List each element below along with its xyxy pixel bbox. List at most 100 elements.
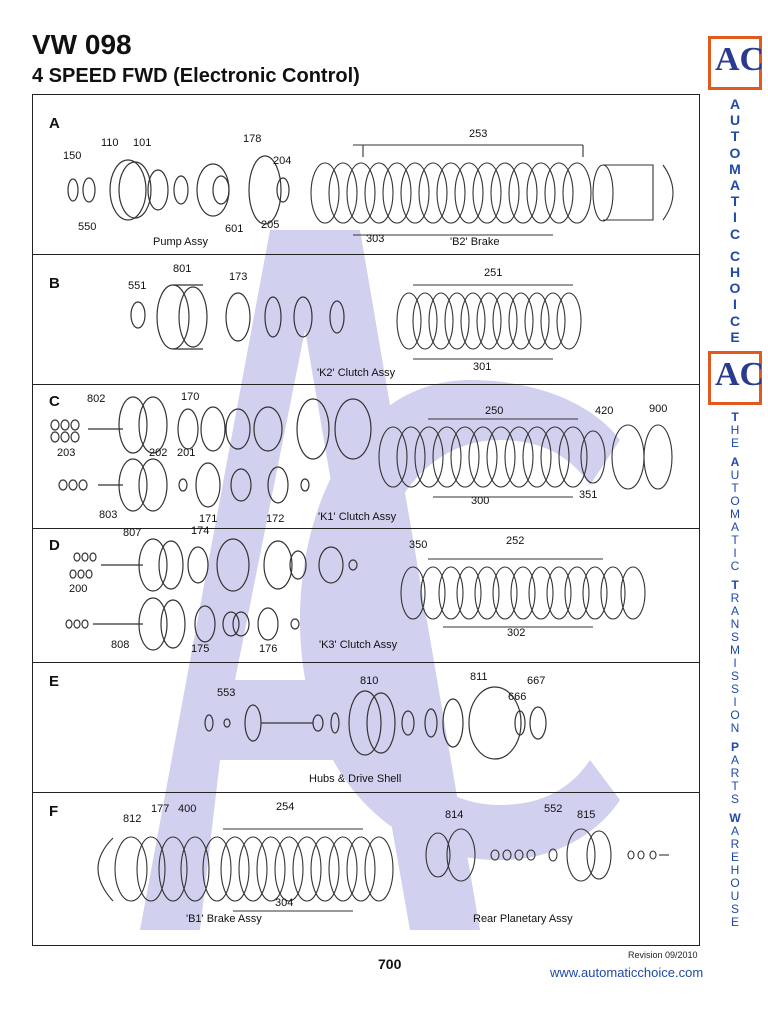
ac-logo-text: AC: [715, 41, 765, 78]
part-number: 803: [99, 509, 118, 521]
part-number: 807: [123, 527, 142, 539]
b1-brake-planetary-drawing: [97, 828, 669, 912]
sidebar-letter: C: [729, 225, 741, 242]
sidebar-letter: S: [730, 669, 739, 684]
part-number: 400: [178, 803, 197, 815]
part-number: 202: [149, 447, 168, 459]
assembly-caption: 'K1' Clutch Assy: [318, 511, 397, 523]
assembly-caption: Hubs & Drive Shell: [309, 773, 402, 785]
part-number: 551: [128, 280, 147, 292]
ac-logo-secondary: AC: [708, 351, 765, 406]
part-number: 900: [649, 403, 668, 415]
part-number: 176: [259, 643, 278, 655]
k2-clutch-drawing: [130, 284, 582, 360]
part-number: 203: [57, 447, 76, 459]
sidebar-letter: N: [730, 617, 740, 632]
panel-label: D: [49, 537, 60, 554]
sidebar-letter: I: [733, 546, 737, 561]
panel-label: B: [49, 275, 60, 292]
sidebar-letter: H: [729, 264, 741, 281]
sidebar-letter: T: [730, 193, 740, 210]
sidebar-letter: H: [730, 423, 740, 438]
sidebar-letter: R: [730, 837, 740, 852]
part-number: 350: [409, 539, 428, 551]
panel-a: A 150: [33, 95, 699, 255]
sidebar-letter: I: [733, 695, 737, 710]
document-title: VW 098: [32, 29, 132, 60]
part-number: 304: [275, 897, 294, 909]
pump-assy-drawing: [67, 144, 674, 236]
sidebar-letter: C: [730, 559, 740, 574]
sidebar-letter: I: [733, 656, 737, 671]
sidebar-letter: M: [730, 643, 740, 658]
part-number: 814: [445, 809, 464, 821]
part-number: 174: [191, 525, 210, 537]
panel-label: E: [49, 673, 60, 690]
part-number: 550: [78, 221, 97, 233]
k1-clutch-drawing: [50, 396, 673, 512]
sidebar-letter: O: [730, 708, 740, 723]
panel-e: E 553 810 811 666 667 Hubs & Drive Shell: [33, 663, 699, 793]
sidebar-letter: C: [729, 312, 741, 329]
part-number: 205: [261, 219, 280, 231]
revision-date: Revision 09/2010: [628, 950, 698, 960]
sidebar-letter: I: [733, 296, 737, 313]
sidebar-letter: A: [729, 177, 741, 194]
sidebar-letter: S: [730, 792, 739, 807]
part-number: 150: [63, 150, 82, 162]
panel-label: C: [49, 393, 60, 410]
part-number: 200: [69, 583, 88, 595]
ac-logo-text: AC: [715, 356, 765, 394]
sidebar-letter: H: [730, 863, 740, 878]
sidebar-letter: W: [729, 811, 741, 826]
part-number: 177: [151, 803, 170, 815]
sidebar-letter: U: [730, 889, 740, 904]
diagram-frame: A 150: [32, 94, 700, 946]
assembly-caption: 'K3' Clutch Assy: [319, 639, 398, 651]
sidebar-letter: O: [730, 876, 740, 891]
sidebar-letter: A: [730, 520, 739, 535]
sidebar-letter: A: [729, 96, 741, 112]
panel-f: F 812 177 400 25: [33, 793, 699, 945]
sidebar-letter: S: [730, 630, 739, 645]
part-number: 351: [579, 489, 598, 501]
part-number: 172: [266, 513, 285, 525]
sidebar-letter: A: [730, 753, 739, 768]
part-number: 101: [133, 137, 152, 149]
part-number: 802: [87, 393, 106, 405]
part-number: 173: [229, 271, 248, 283]
part-number: 303: [366, 233, 385, 245]
ac-logo: AC: [708, 36, 765, 90]
assembly-caption: Rear Planetary Assy: [473, 913, 573, 925]
sidebar-letter: E: [730, 850, 739, 865]
sidebar-letter: M: [729, 160, 741, 177]
sidebar-letter: S: [730, 902, 739, 917]
part-number: 178: [243, 133, 262, 145]
part-number: 254: [276, 801, 295, 813]
sidebar-letter: T: [731, 410, 739, 425]
sidebar-letter: A: [730, 455, 740, 470]
sidebar-letter: M: [730, 507, 740, 522]
sidebar-letter: A: [730, 824, 739, 839]
part-number: 300: [471, 495, 490, 507]
sidebar-letter: T: [731, 779, 739, 794]
sidebar-letter: E: [730, 328, 740, 345]
part-number: 201: [177, 447, 196, 459]
website-link[interactable]: www.automaticchoice.com: [550, 965, 704, 980]
sidebar-letter: N: [730, 721, 740, 736]
page-number: 700: [378, 956, 402, 972]
assembly-caption: Pump Assy: [153, 236, 209, 248]
assembly-caption: 'K2' Clutch Assy: [317, 367, 396, 379]
part-number: 815: [577, 809, 596, 821]
sidebar-letter: T: [731, 481, 739, 496]
part-number: 420: [595, 405, 614, 417]
part-number: 252: [506, 535, 525, 547]
part-number: 811: [470, 671, 488, 683]
assembly-caption: 'B1' Brake Assy: [186, 913, 262, 925]
part-number: 553: [217, 687, 236, 699]
sidebar-letter: E: [730, 436, 739, 451]
part-number: 251: [484, 267, 503, 279]
panel-b: B 801 551 173 251 301 'K2' Clu: [33, 255, 699, 385]
sidebar-letter: R: [730, 766, 740, 781]
